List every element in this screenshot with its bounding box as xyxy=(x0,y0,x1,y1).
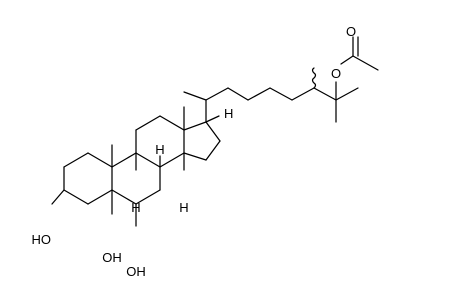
hydroxyl-label-c6: OH xyxy=(126,264,146,279)
h-bond-c17 xyxy=(205,115,220,123)
side-chain xyxy=(205,87,359,123)
hydrogen-label-c17: H xyxy=(224,106,233,121)
ring-d xyxy=(183,121,221,161)
hydrogen-label-c14: H xyxy=(179,200,188,215)
hydroxyl-label-c5: OH xyxy=(102,250,122,265)
carbonyl-oxygen-label: O xyxy=(346,24,356,39)
hydrogen-label-c9: H xyxy=(131,200,140,215)
methyl-c24-wavy xyxy=(311,67,317,89)
ring-a xyxy=(63,152,113,205)
hydroxyl-label-c3: HO xyxy=(32,232,52,247)
hydroxyl-bond-c3 xyxy=(51,189,65,205)
hydrogen-label-c8: H xyxy=(155,142,164,157)
ring-b xyxy=(111,152,161,205)
acetate-group xyxy=(335,36,379,101)
ester-oxygen-label: O xyxy=(331,66,341,81)
ring-c xyxy=(135,115,185,168)
methyl-c20 xyxy=(183,91,207,101)
